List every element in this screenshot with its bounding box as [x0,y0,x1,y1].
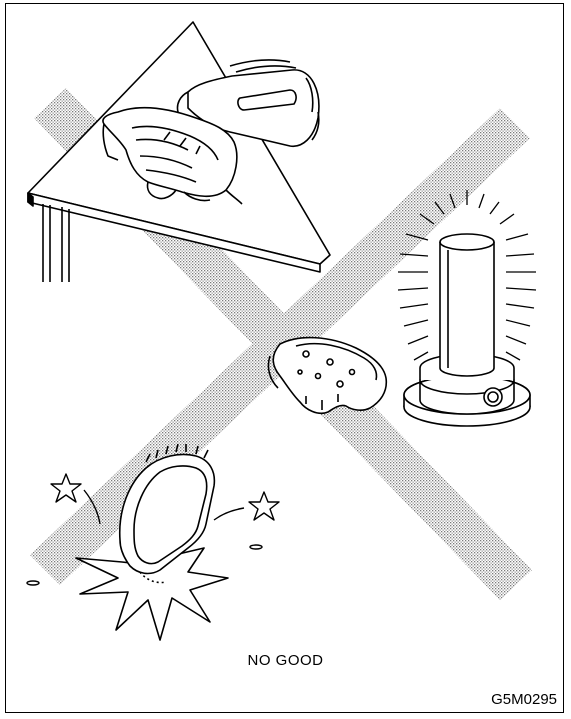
figure-caption: NO GOOD [0,652,571,669]
oily-brake-pad [268,338,386,414]
heater-illustration [404,234,530,426]
star-right [249,492,279,520]
star-left [51,474,81,502]
figure-code: G5M0295 [491,691,557,708]
